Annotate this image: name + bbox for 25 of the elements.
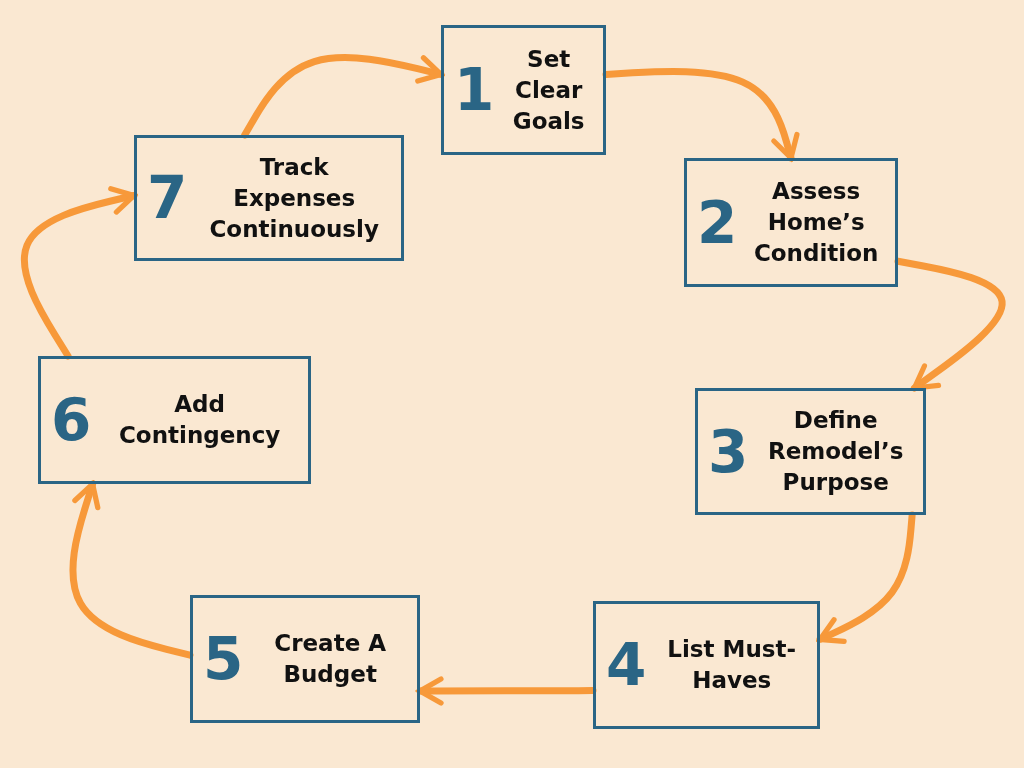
step-box [593, 601, 820, 729]
step-label: Add Contingency [118, 390, 282, 450]
curved-arrow [894, 257, 1006, 392]
curved-arrow [20, 186, 138, 360]
curved-arrow [241, 54, 445, 139]
step-label: Create A Budget [273, 629, 388, 689]
step-box [695, 388, 926, 515]
step-number: 1 [454, 61, 495, 119]
step-box [441, 25, 606, 155]
step-number: 6 [51, 391, 92, 449]
curved-arrow [602, 67, 800, 162]
step-label: Track Expenses Continuously [208, 152, 380, 244]
step-box [684, 158, 898, 287]
step-number: 3 [708, 422, 749, 481]
step-box [38, 356, 311, 484]
step-number: 2 [697, 193, 738, 252]
step-label: Define Remodel’s Purpose [766, 406, 905, 497]
step-number: 4 [606, 636, 647, 694]
step-label: Assess Home’s Condition [752, 177, 880, 268]
step-box [190, 595, 420, 723]
step-label: List Must-Haves [666, 635, 798, 695]
step-number: 5 [203, 630, 244, 688]
step-number: 7 [147, 169, 188, 227]
step-box [134, 135, 404, 261]
step-label: Set Clear Goals [511, 44, 586, 136]
